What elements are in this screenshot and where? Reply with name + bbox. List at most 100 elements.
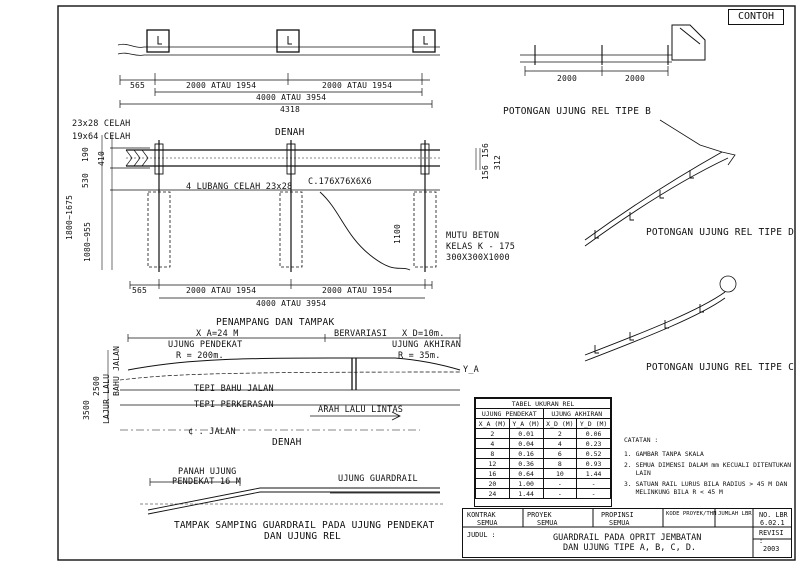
propinsi-value: SEMUA [609,519,630,527]
type-d-caption: POTONGAN UJUNG REL TIPE D [646,227,794,238]
dim-span-1-mid: 2000 ATAU 1954 [186,286,257,295]
side-view-line [147,487,440,515]
cell: 1.00 [508,478,544,489]
type-b-caption: POTONGAN UJUNG REL TIPE B [503,106,651,117]
bervariasi-label: BERVARIASI [334,329,388,339]
stamp-contoh: CONTOH [728,9,784,25]
note-number: 2. [624,462,632,469]
cell: 8 [475,448,510,459]
cell: 4 [475,438,510,449]
kontrak-value: SEMUA [477,519,498,527]
cell: 0.23 [576,438,611,449]
title-block-grid [463,509,791,557]
panah-ujung-label: PANAH UJUNG [178,467,237,477]
type-b-rail [520,54,672,63]
dim-1100: 1100 [393,223,402,244]
type-d-rail [584,151,729,247]
judul-label: JUDUL : [467,531,496,539]
note-number: 3. [624,481,632,488]
kontrak-label: KONTRAK [467,511,496,519]
note-item: 2.SEMUA DIMENSI DALAM mm KECUALI DITENTU… [624,462,794,478]
note-item: 3.SATUAN RAIL LURUS BILA RADIUS > 45 M D… [624,481,794,497]
lubang-label: 4 LUBANG CELAH 23x28 [186,182,293,192]
cell: 1.44 [508,488,544,499]
cell: 20 [475,478,510,489]
post-profile: C.176X76X6X6 [308,177,372,187]
ujung-guardrail-label: UJUNG GUARDRAIL [338,474,418,484]
proyek-value: SEMUA [537,519,558,527]
road-lajur: LAJUR LALU [102,373,111,424]
dim-overall: 4318 [280,105,301,114]
type-c-caption: POTONGAN UJUNG REL TIPE C [646,362,794,373]
cell: 12 [475,458,510,469]
note-item: 1.GAMBAR TANPA SKALA [624,451,794,459]
dim-span-2-mid: 2000 ATAU 1954 [322,286,393,295]
road-denah-title: DENAH [272,437,302,448]
top-plan-rail [117,43,440,56]
kode-proyek-label: KODE PROYEK/THN [666,511,717,517]
revisi-label: REVISI : [759,529,784,545]
cell: - [576,488,611,499]
cell: 0.16 [508,448,544,459]
tepi-perkerasan-label: TEPI PERKERASAN [194,400,274,410]
beton-mutu: MUTU BETON [446,231,500,241]
judul-line-1: GUARDRAIL PADA OPRIT JEMBATAN [553,533,702,543]
side-caption-1: TAMPAK SAMPING GUARDRAIL PADA UJUNG PEND… [174,520,435,531]
judul-line-2: DAN UJUNG TIPE A, B, C, D. [563,543,697,553]
table-group-left: UJUNG PENDEKAT [475,408,544,419]
dim-span-2-top: 2000 ATAU 1954 [322,81,393,90]
penampang-caption: PENAMPANG DAN TAMPAK [216,317,335,328]
cell: 16 [475,468,510,479]
cell: - [542,488,578,499]
road-dim-3500: 3500 [82,399,91,420]
celah-23x28: 23x28 CELAH [72,119,131,129]
cell: 0.52 [576,448,611,459]
ujung-akhiran-label: UJUNG AKHIRAN [392,340,462,350]
note-text: SATUAN RAIL LURUS BILA RADIUS > 45 M DAN… [635,481,788,496]
dim-total-mid: 4000 ATAU 3954 [256,299,327,308]
dim-1080-955: 1080~955 [83,221,92,262]
cell: 1.44 [576,468,611,479]
tepi-bahu-label: TEPI BAHU JALAN [194,384,274,394]
dim-156-b: 156 [481,164,490,180]
notes-title: CATATAN : [624,437,659,444]
dim-total-top: 4000 ATAU 3954 [256,93,327,102]
proyek-label: PROYEK [527,511,552,519]
cell: 0.01 [508,428,544,439]
type-b-dim-2: 2000 [625,74,646,83]
beton-kelas: KELAS K - 175 [446,242,516,252]
note-text: GAMBAR TANPA SKALA [635,451,704,458]
revisi-value: 2003 [763,545,780,553]
no-lbr-value: 6.02.1 [760,519,785,527]
cell: 0.36 [508,458,544,469]
cell: 4 [542,438,578,449]
side-caption-2: DAN UJUNG REL [264,531,341,542]
note-text: SEMUA DIMENSI DALAM mm KECUALI DITENTUKA… [635,462,792,477]
beton-size: 300X300X1000 [446,253,510,263]
type-b-dim-1: 2000 [557,74,578,83]
ya-label: Y_A [463,365,479,375]
table-h-ya: Y_A (M) [508,418,544,429]
cell: 0.04 [508,438,544,449]
table-h-yd: Y_D (M) [576,418,611,429]
sheet-border [57,5,796,561]
notes: CATATAN : 1.GAMBAR TANPA SKALA 2.SEMUA D… [624,437,794,497]
dim-312: 312 [493,154,502,170]
dim-span-1-top: 2000 ATAU 1954 [186,81,257,90]
type-c-rail [584,291,726,362]
cell: 2 [475,428,510,439]
table-h-xd: X_D (M) [542,418,578,429]
dim-530: 530 [81,172,90,188]
cell: 8 [542,458,578,469]
dim-1800-1675: 1800~1675 [65,194,74,240]
denah-rail [126,149,440,167]
dim-190: 190 [81,146,90,162]
